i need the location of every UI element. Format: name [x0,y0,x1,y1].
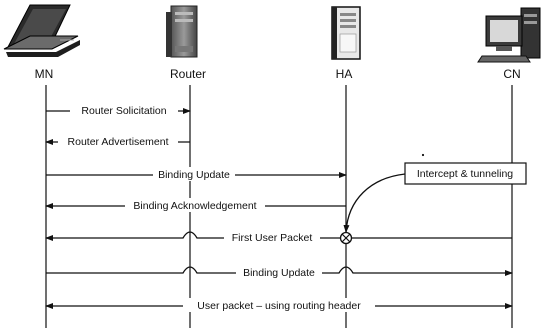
callout-label: Intercept & tunneling [417,168,513,180]
router-icon [166,5,198,58]
callout-box [404,162,527,185]
node-label-ha: HA [336,67,353,81]
label-router-solicitation: Router Solicitation [81,105,166,117]
node-label-mn: MN [35,67,54,81]
stray-dot [421,153,425,157]
laptop-icon [3,4,80,57]
arrow-first-user-packet [46,232,512,238]
callout-arrow [343,173,406,233]
desktop-computer-icon [477,7,541,63]
label-router-advertisement: Router Advertisement [68,136,169,148]
intercept-point [339,231,353,245]
node-label-cn: CN [503,67,520,81]
label-binding-ack: Binding Acknowledgement [133,200,256,212]
label-user-packet: User packet – using routing header [197,300,361,312]
label-binding-update-cn: Binding Update [243,267,315,279]
server-tower-icon [331,6,361,60]
label-first-user-packet: First User Packet [232,232,313,244]
label-binding-update-ha: Binding Update [158,169,230,181]
node-label-router: Router [170,67,206,81]
